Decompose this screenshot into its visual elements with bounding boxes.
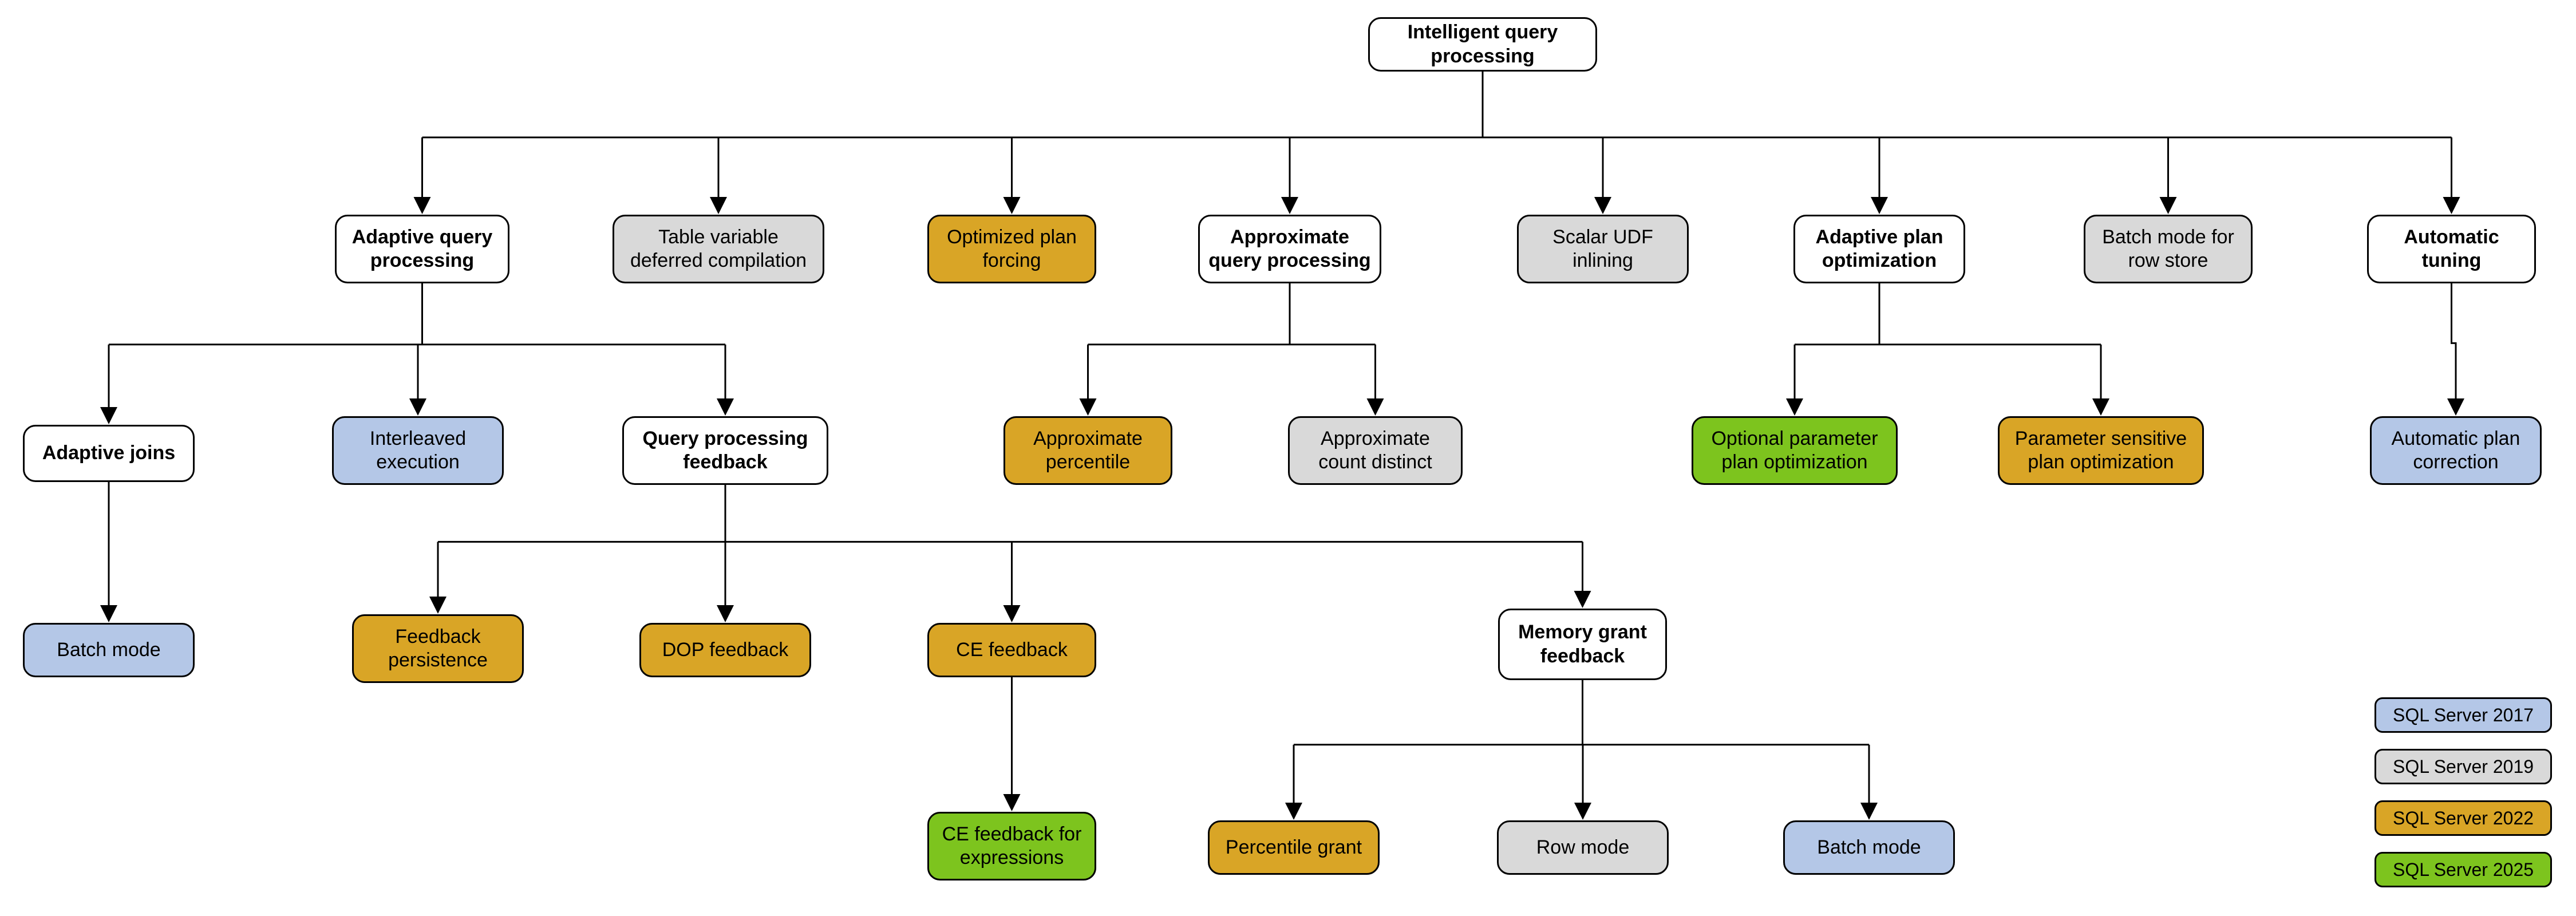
node-aqp[interactable]: Adaptive query processing [335,215,509,283]
node-batchmode1[interactable]: Batch mode [23,623,195,677]
node-tvdc[interactable]: Table variable deferred compilation [613,215,824,283]
node-adjoins[interactable]: Adaptive joins [23,425,195,482]
node-apo[interactable]: Adaptive plan optimization [1793,215,1965,283]
legend-item-sql-server-2017: SQL Server 2017 [2374,697,2552,733]
node-apc[interactable]: Automatic plan correction [2370,416,2542,485]
node-udf[interactable]: Scalar UDF inlining [1517,215,1689,283]
node-pctgrant[interactable]: Percentile grant [1208,820,1380,875]
node-psp[interactable]: Parameter sensitive plan optimization [1998,416,2204,485]
node-dopfb[interactable]: DOP feedback [639,623,811,677]
node-rowmode[interactable]: Row mode [1497,820,1669,875]
node-fbpersist[interactable]: Feedback persistence [352,614,524,683]
legend-item-sql-server-2025: SQL Server 2025 [2374,852,2552,887]
node-approxqp[interactable]: Approximate query processing [1198,215,1381,283]
node-mgf[interactable]: Memory grant feedback [1498,609,1667,680]
node-cefbexpr[interactable]: CE feedback for expressions [927,812,1096,881]
node-qpf[interactable]: Query processing feedback [622,416,828,485]
node-cefb[interactable]: CE feedback [927,623,1096,677]
legend-item-sql-server-2022: SQL Server 2022 [2374,800,2552,836]
node-interleaved[interactable]: Interleaved execution [332,416,504,485]
node-oppo[interactable]: Optional parameter plan optimization [1692,416,1898,485]
node-root[interactable]: Intelligent query processing [1368,17,1597,72]
node-batchmode2[interactable]: Batch mode [1783,820,1955,875]
node-approxpct[interactable]: Approximate percentile [1003,416,1172,485]
legend-item-sql-server-2019: SQL Server 2019 [2374,749,2552,784]
node-bmrs[interactable]: Batch mode for row store [2084,215,2253,283]
node-approxcd[interactable]: Approximate count distinct [1288,416,1463,485]
connector [2447,283,2464,416]
node-opf[interactable]: Optimized plan forcing [927,215,1096,283]
node-autotune[interactable]: Automatic tuning [2367,215,2536,283]
